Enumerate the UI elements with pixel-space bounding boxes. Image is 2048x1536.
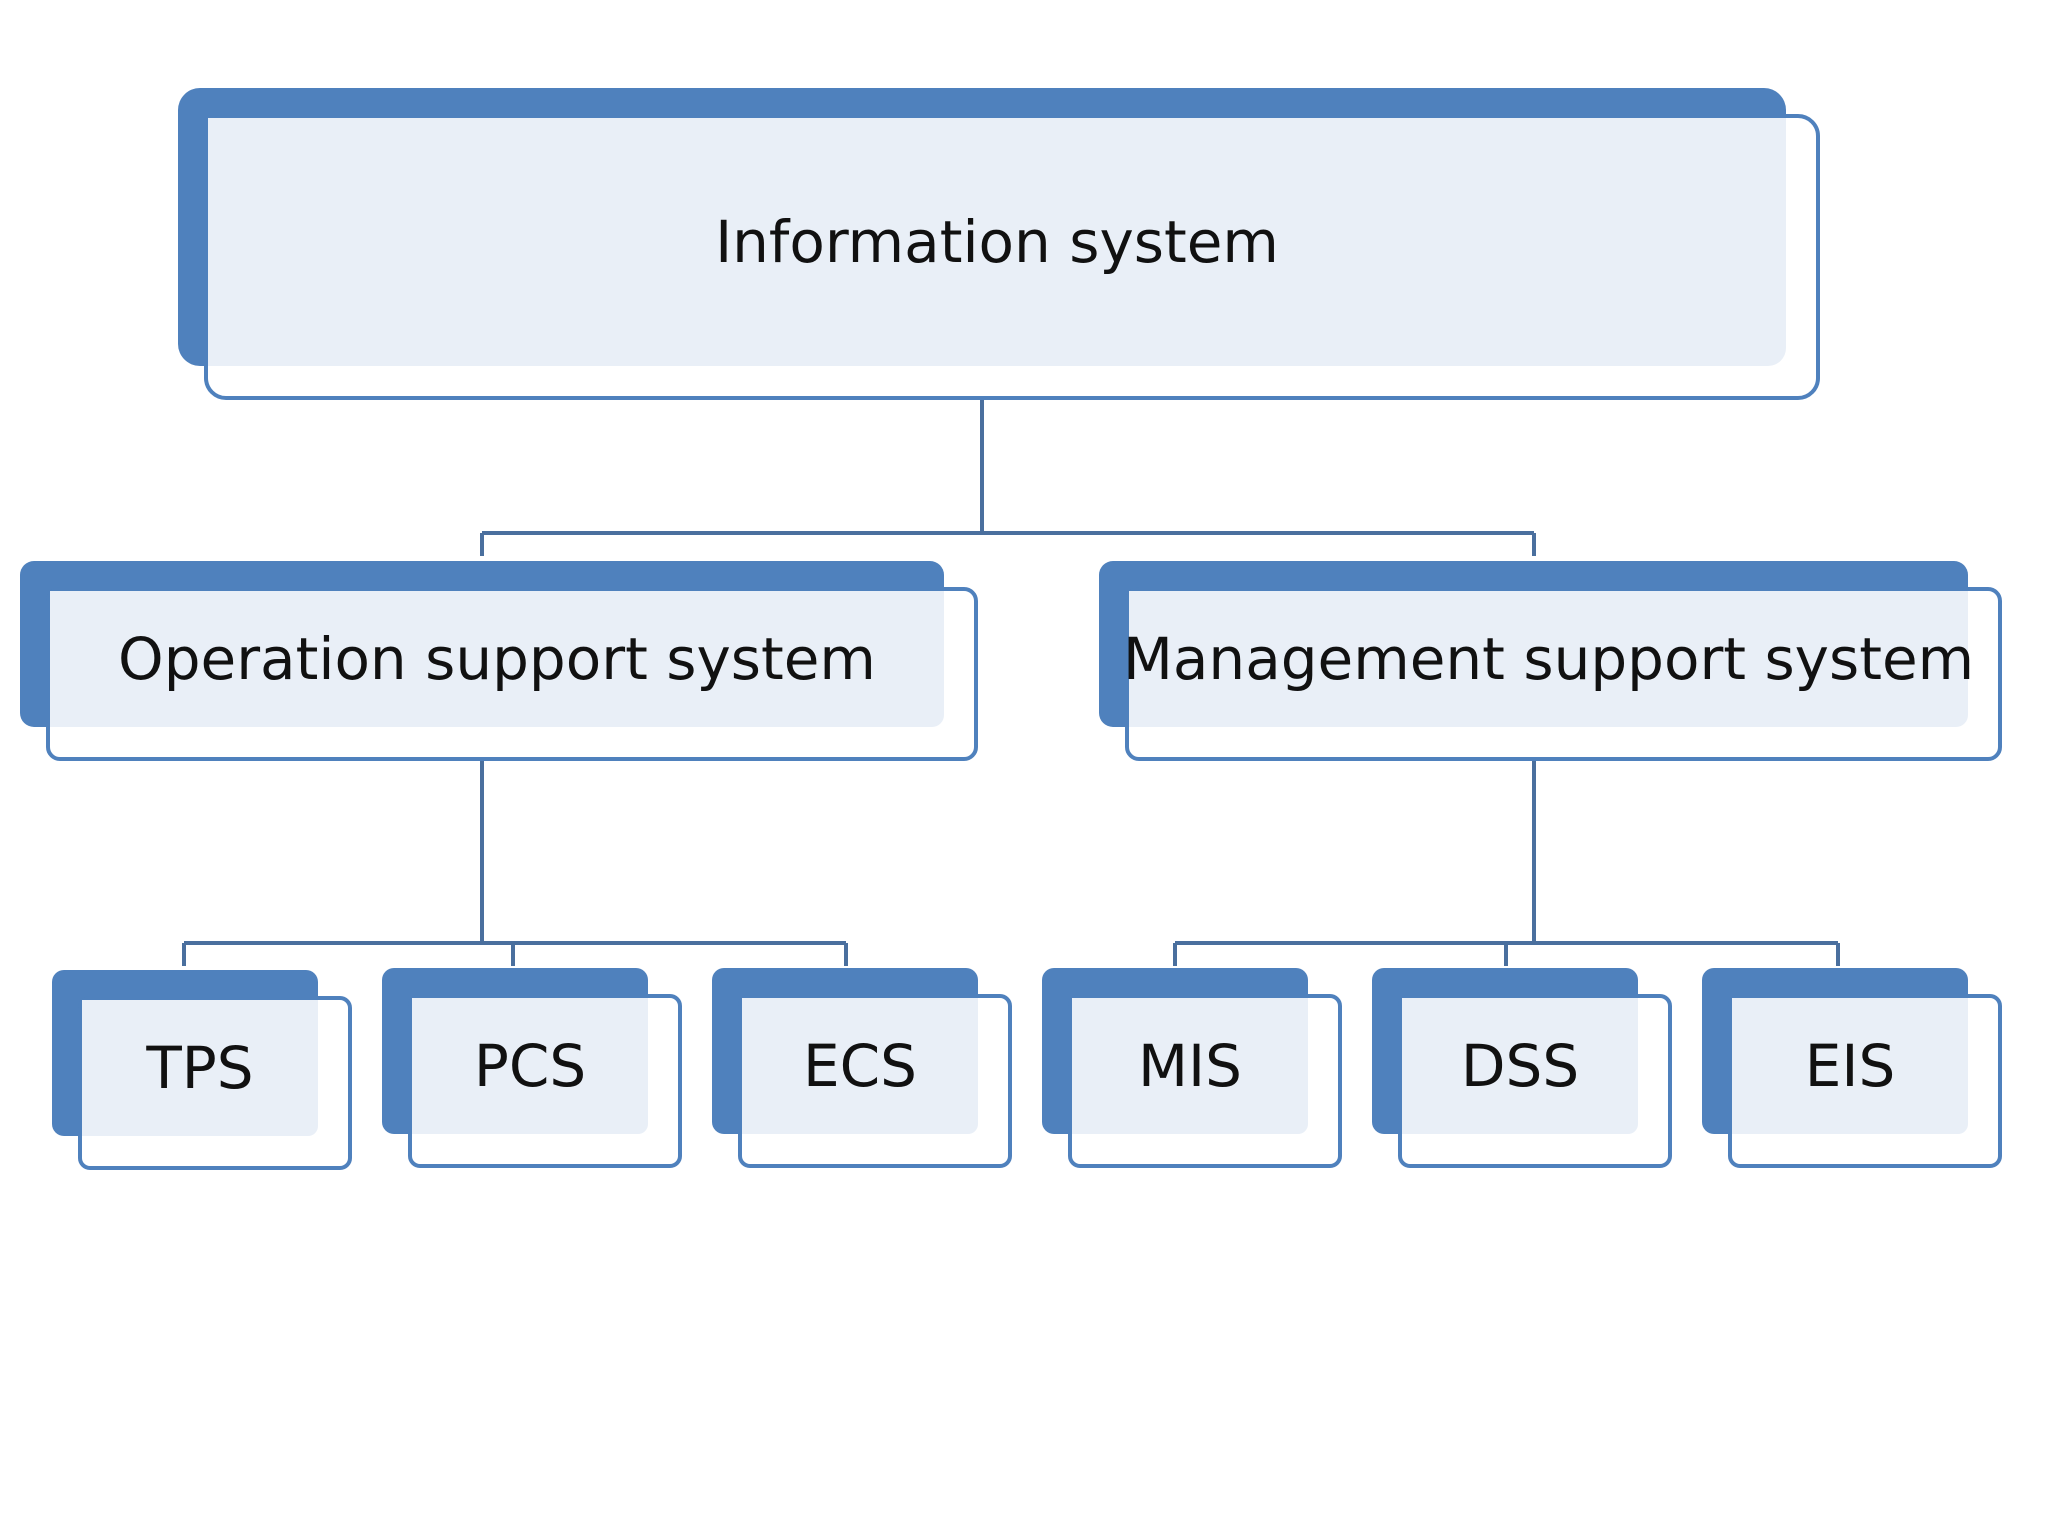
node-fill — [1129, 591, 1968, 727]
node-eis: EIS — [1702, 968, 2002, 1168]
node-label-information-system: Information system — [715, 208, 1279, 276]
node-mis: MIS — [1042, 968, 1342, 1168]
node-label-ecs: ECS — [803, 1032, 917, 1100]
node-label-operation-support-system: Operation support system — [118, 625, 876, 693]
node-label-eis: EIS — [1804, 1032, 1896, 1100]
node-fill — [1072, 998, 1308, 1134]
node-label-tps: TPS — [146, 1034, 254, 1102]
node-dss: DSS — [1372, 968, 1672, 1168]
node-ecs: ECS — [712, 968, 1012, 1168]
node-tps: TPS — [52, 970, 352, 1170]
node-label-pcs: PCS — [473, 1032, 587, 1100]
node-fill — [50, 591, 944, 727]
node-label-dss: DSS — [1460, 1032, 1580, 1100]
node-operation-support-system: Operation support system — [20, 561, 978, 761]
node-fill — [208, 118, 1786, 366]
node-fill — [412, 998, 648, 1134]
node-pcs: PCS — [382, 968, 682, 1168]
node-fill — [82, 1000, 318, 1136]
node-fill — [1402, 998, 1638, 1134]
node-fill — [1732, 998, 1968, 1134]
node-management-support-system: Management support system — [1099, 561, 2002, 761]
node-fill — [742, 998, 978, 1134]
node-label-management-support-system: Management support system — [1122, 625, 1975, 693]
node-label-mis: MIS — [1138, 1032, 1242, 1100]
node-information-system: Information system — [178, 88, 1820, 400]
